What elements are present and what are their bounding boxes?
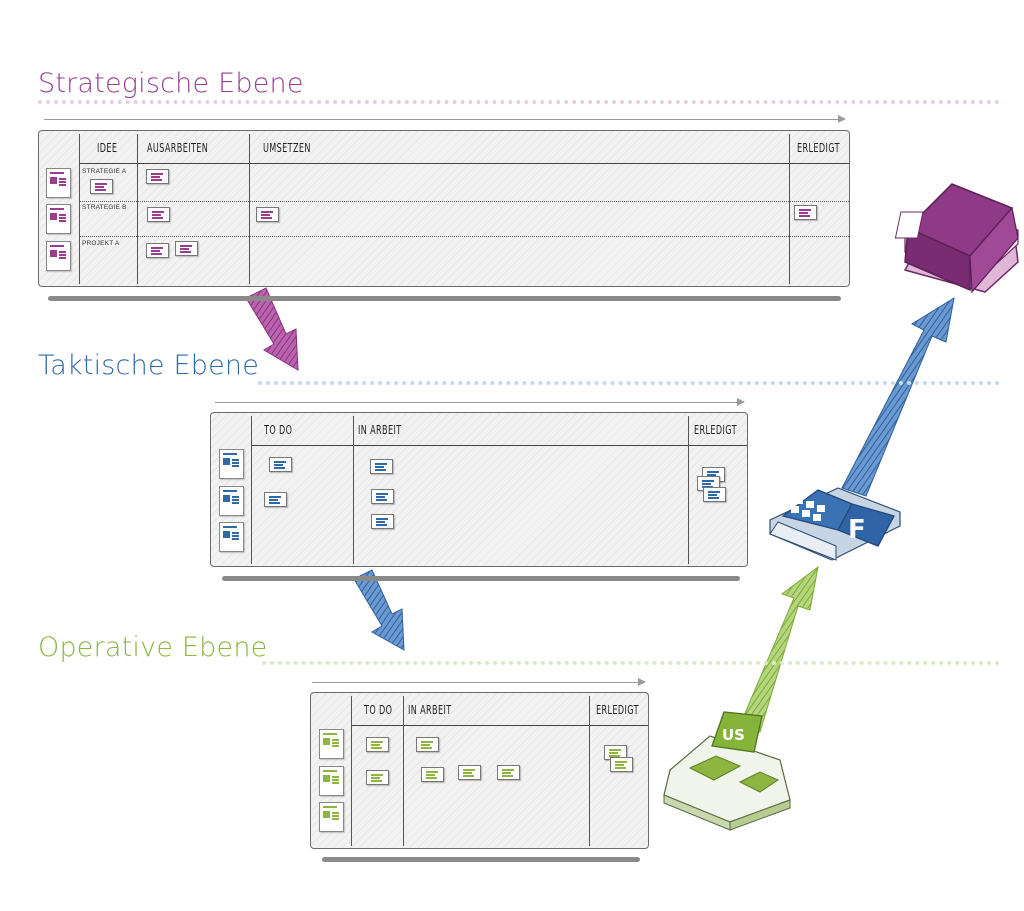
green-up-arrow	[739, 565, 819, 733]
task-card	[366, 737, 389, 752]
tactical-level-title: Taktische Ebene	[38, 350, 260, 381]
task-card	[256, 207, 279, 222]
task-card	[269, 457, 292, 472]
task-card	[371, 489, 394, 504]
strategic-board: IDEE AUSARBEITEN UMSETZEN ERLEDIGT STRAT…	[38, 130, 850, 287]
column-in-arbeit: IN ARBEIT	[408, 703, 452, 717]
column-erledigt: ERLEDIGT	[797, 141, 840, 155]
user-story-book-icon: US	[663, 711, 791, 831]
feature-book-icon: F	[769, 487, 901, 561]
operative-board-shadow	[322, 857, 640, 862]
strategic-row-card	[46, 204, 71, 234]
task-card	[421, 767, 444, 782]
task-card	[610, 757, 633, 772]
operative-row-card	[319, 802, 344, 832]
task-card	[370, 459, 393, 474]
strategic-separator	[38, 100, 1000, 104]
task-card	[366, 770, 389, 785]
task-card	[147, 207, 170, 222]
task-card	[175, 241, 198, 256]
task-card	[264, 492, 287, 507]
blue-up-arrow	[841, 296, 955, 497]
column-in-arbeit: IN ARBEIT	[358, 423, 402, 437]
operative-separator	[262, 661, 1000, 665]
column-ausarbeiten: AUSARBEITEN	[147, 141, 209, 155]
task-card	[146, 243, 169, 258]
task-card	[703, 487, 726, 502]
row-label-projekt-a: PROJEKT A	[82, 240, 120, 247]
tactical-board-shadow	[222, 576, 740, 581]
column-erledigt: ERLEDIGT	[596, 703, 639, 717]
column-to-do: TO DO	[264, 423, 293, 437]
operative-timeline-arrow	[312, 678, 646, 686]
purple-down-arrow	[245, 287, 299, 371]
task-card	[497, 765, 520, 780]
strategic-level-title: Strategische Ebene	[38, 68, 304, 99]
strategic-timeline-arrow	[44, 115, 846, 123]
story-letter: US	[722, 726, 745, 744]
tactical-board: TO DO IN ARBEIT ERLEDIGT	[210, 412, 748, 567]
row-label-strategie-a: STRATEGIE A	[82, 168, 127, 175]
strategic-row-card	[46, 241, 71, 271]
task-card	[604, 745, 627, 760]
column-umsetzen: UMSETZEN	[263, 141, 311, 155]
task-card	[90, 179, 113, 194]
column-to-do: TO DO	[364, 703, 393, 717]
tactical-timeline-arrow	[215, 398, 745, 406]
task-card	[146, 169, 169, 184]
operative-row-card	[319, 729, 344, 759]
operative-level-title: Operative Ebene	[38, 632, 268, 663]
strategic-board-shadow	[48, 296, 841, 301]
tactical-row-card	[219, 449, 244, 479]
operative-row-card	[319, 766, 344, 796]
blue-down-arrow	[353, 569, 405, 651]
row-label-strategie-b: STRATEGIE B	[82, 204, 127, 211]
operative-board: TO DO IN ARBEIT ERLEDIGT	[310, 692, 649, 849]
feature-letter: F	[848, 515, 866, 545]
strategic-row-card	[46, 168, 71, 198]
task-card	[371, 514, 394, 529]
tactical-row-card	[219, 486, 244, 516]
epic-letter: E	[937, 212, 953, 240]
tactical-row-card	[219, 522, 244, 552]
tactical-separator	[258, 381, 1000, 385]
epic-book-icon: E	[894, 183, 1019, 294]
task-card	[458, 765, 481, 780]
column-erledigt: ERLEDIGT	[694, 423, 737, 437]
task-card	[416, 737, 439, 752]
task-card	[794, 205, 817, 220]
column-idee: IDEE	[97, 141, 118, 155]
